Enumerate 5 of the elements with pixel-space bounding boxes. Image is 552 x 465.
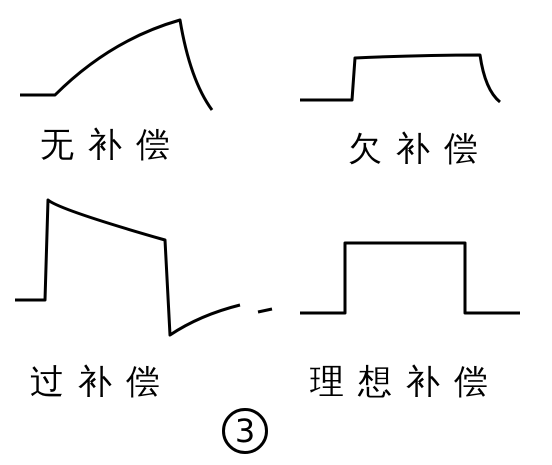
circled-number: 3 (222, 408, 268, 454)
caption: 理想补偿 (310, 365, 502, 399)
caption: 过补偿 (30, 365, 174, 399)
caption: 欠补偿 (348, 132, 492, 166)
caption: 无补偿 (40, 128, 184, 162)
